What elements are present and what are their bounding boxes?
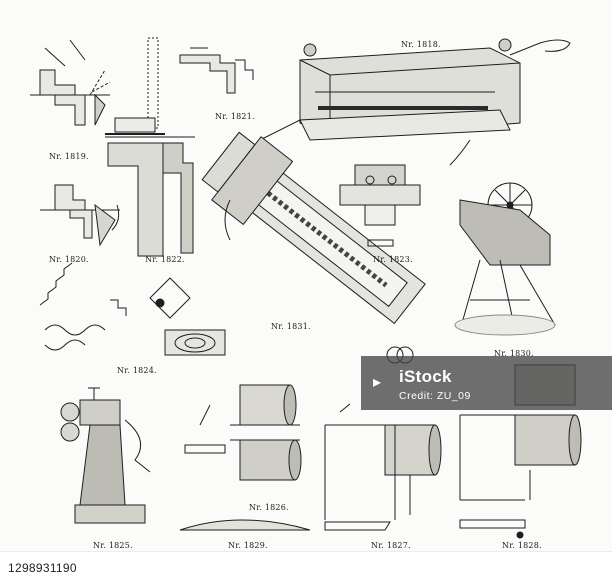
figure-1825-drawing (60, 387, 151, 524)
watermark-banner: ▸ iStock Credit: ZU_09 (361, 356, 612, 410)
figure-label-1818: Nr. 1818. (401, 40, 441, 49)
figure-1827-drawing (324, 403, 442, 531)
figure-1831-drawing (201, 131, 426, 364)
figure-label-1825: Nr. 1825. (93, 541, 133, 550)
figure-label-1831: Nr. 1831. (271, 322, 311, 331)
figure-label-1823: Nr. 1823. (373, 255, 413, 264)
watermark-brand: iStock (399, 367, 452, 386)
figure-1819-drawing (30, 39, 111, 126)
figure-1820-drawing (40, 184, 120, 247)
figure-label-1826: Nr. 1826. (249, 503, 289, 512)
figure-label-1819: Nr. 1819. (49, 152, 89, 161)
figure-1824-drawing (39, 262, 226, 356)
figure-label-1822: Nr. 1822. (145, 255, 185, 264)
figure-label-1829: Nr. 1829. (228, 541, 268, 550)
figure-label-1820: Nr. 1820. (49, 255, 89, 264)
footer-bar: 1298931190 (0, 551, 612, 582)
brand-arrow-icon: ▸ (373, 374, 382, 391)
watermark-credit: Credit: ZU_09 (399, 390, 471, 402)
figure-1821-drawing (179, 47, 254, 94)
image-id-label: 1298931190 (8, 561, 77, 575)
figure-label-1821: Nr. 1821. (215, 112, 255, 121)
figure-1826-drawing (184, 384, 302, 481)
figure-1830-drawing (454, 182, 556, 336)
figure-label-1830: Nr. 1830. (494, 349, 534, 358)
figure-label-1824: Nr. 1824. (117, 366, 157, 375)
figure-label-1828: Nr. 1828. (502, 541, 542, 550)
figure-1818-drawing (259, 38, 571, 166)
figure-1823-drawing (339, 164, 421, 247)
figure-1829-drawing (179, 519, 311, 531)
figure-label-1827: Nr. 1827. (371, 541, 411, 550)
figure-1822-drawing (105, 37, 195, 257)
